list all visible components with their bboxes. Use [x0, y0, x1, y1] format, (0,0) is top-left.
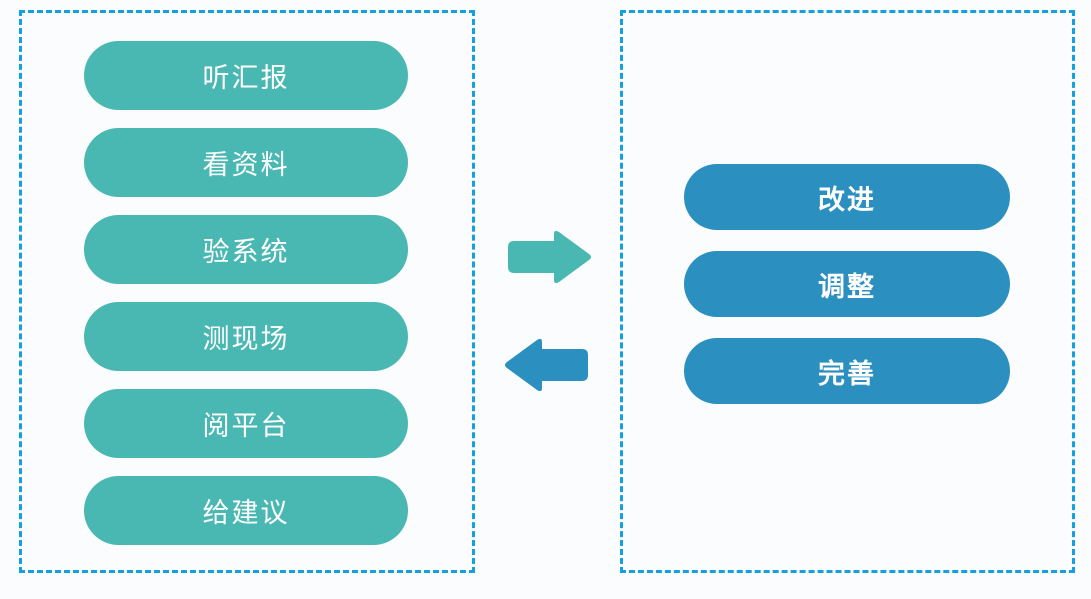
pill-label: 给建议	[202, 498, 290, 528]
pill-item-adjust[interactable]: 调整	[684, 251, 1010, 317]
pill-item-test-site[interactable]: 测现场	[84, 302, 408, 371]
right-pill-stack: 改进 调整 完善	[684, 164, 1010, 404]
arrow-right-forward	[504, 229, 592, 285]
pill-label: 完善	[818, 358, 876, 389]
right-dashed-panel	[620, 10, 1075, 573]
pill-label: 听汇报	[202, 63, 290, 93]
pill-label: 验系统	[202, 237, 290, 267]
pill-label: 看资料	[202, 150, 290, 180]
pill-item-improve[interactable]: 改进	[684, 164, 1010, 230]
pill-label: 改进	[818, 184, 876, 215]
pill-item-listen-report[interactable]: 听汇报	[84, 41, 408, 110]
arrow-left-feedback	[504, 337, 592, 393]
pill-item-perfect[interactable]: 完善	[684, 338, 1010, 404]
pill-item-review-materials[interactable]: 看资料	[84, 128, 408, 197]
left-dashed-panel	[19, 10, 475, 573]
pill-label: 测现场	[202, 324, 290, 354]
pill-item-read-platform[interactable]: 阅平台	[84, 389, 408, 458]
pill-item-give-advice[interactable]: 给建议	[84, 476, 408, 545]
left-pill-stack: 听汇报 看资料 验系统 测现场 阅平台 给建议	[84, 41, 408, 545]
pill-label: 阅平台	[202, 411, 290, 441]
pill-item-verify-system[interactable]: 验系统	[84, 215, 408, 284]
pill-label: 调整	[818, 271, 876, 302]
